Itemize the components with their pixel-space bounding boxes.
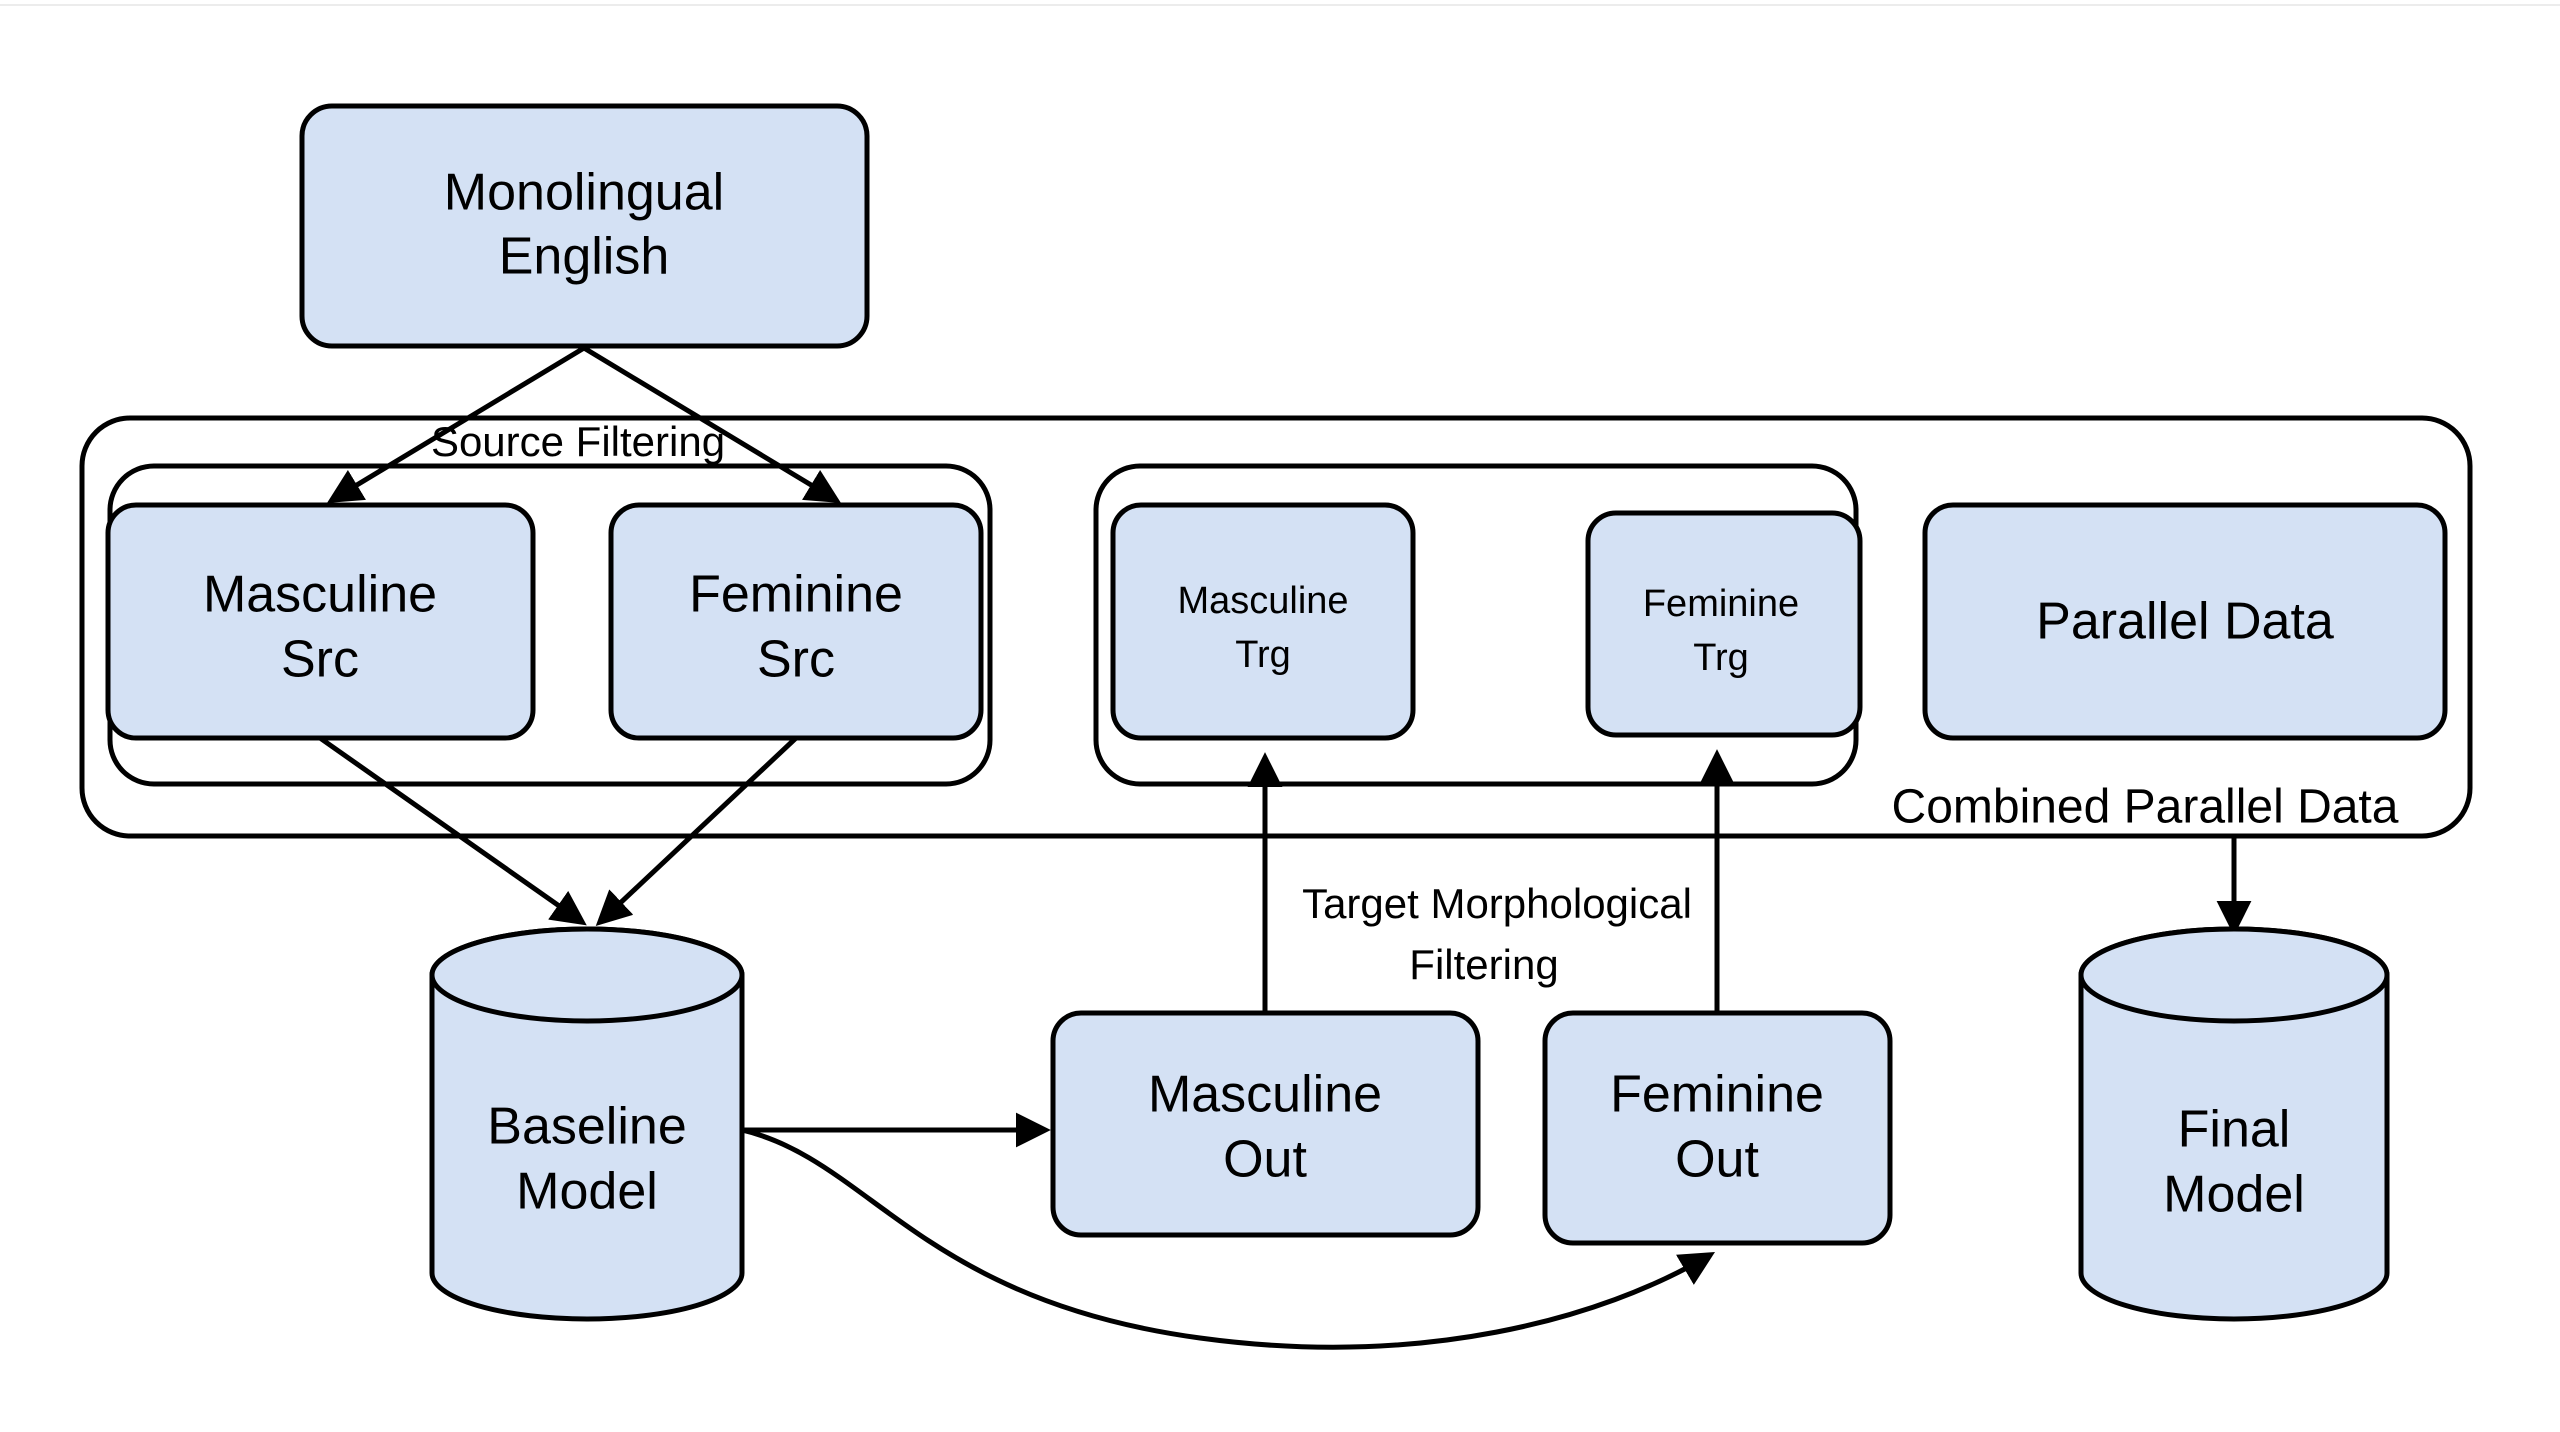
edge-masculine-src-to-baseline — [318, 735, 587, 926]
node-feminine-trg-label-line1: Feminine — [1643, 583, 1799, 625]
edge-baseline-to-feminine-out — [741, 1127, 1716, 1350]
edge-mono-to-feminine-src — [582, 345, 841, 504]
edge-label-target-morph-filtering-line2: Filtering — [1409, 941, 1558, 988]
edge-feminine-src-to-baseline — [595, 736, 798, 926]
top-divider-line — [0, 4, 2560, 6]
edge-label-target-morph-filtering-line1: Target Morphological — [1302, 880, 1692, 927]
group-combined-parallel-data — [79, 415, 2473, 839]
node-baseline-model-label-line1: Baseline — [487, 1098, 686, 1156]
node-feminine-trg[interactable] — [1585, 510, 1863, 738]
node-parallel-data[interactable] — [1922, 502, 2448, 741]
node-baseline-model-label-line2: Model — [516, 1163, 658, 1221]
node-masculine-src-label-line2: Src — [281, 631, 359, 689]
node-feminine-trg-label-line2: Trg — [1693, 637, 1749, 679]
node-masculine-out-label-line1: Masculine — [1148, 1066, 1382, 1124]
edge-mono-to-masculine-src — [327, 345, 586, 504]
node-masculine-out-label-line2: Out — [1223, 1131, 1307, 1189]
node-monolingual-english-label-line1: Monolingual — [444, 164, 724, 222]
node-feminine-out-label-line1: Feminine — [1610, 1066, 1824, 1124]
node-feminine-src-label-line2: Src — [757, 631, 835, 689]
node-masculine-trg[interactable] — [1110, 502, 1416, 741]
group-combined-parallel-data-label: Combined Parallel Data — [1892, 781, 2399, 834]
node-monolingual-english[interactable] — [299, 103, 870, 349]
node-feminine-out[interactable] — [1542, 1010, 1893, 1246]
edge-label-source-filtering: Source Filtering — [431, 418, 725, 465]
node-masculine-out[interactable] — [1050, 1010, 1481, 1238]
node-masculine-trg-label-line1: Masculine — [1177, 580, 1348, 622]
node-feminine-src-label-line1: Feminine — [689, 566, 903, 624]
node-final-model-label-line2: Model — [2163, 1166, 2305, 1224]
node-final-model-top-ellipse — [2078, 926, 2390, 1024]
node-monolingual-english-label-line2: English — [499, 228, 670, 286]
node-parallel-data-label: Parallel Data — [2036, 593, 2334, 651]
node-masculine-src-label-line1: Masculine — [203, 566, 437, 624]
node-baseline-model-top-ellipse — [429, 926, 745, 1024]
node-masculine-trg-label-line2: Trg — [1235, 634, 1291, 676]
node-final-model-label-line1: Final — [2178, 1101, 2291, 1159]
node-feminine-out-label-line2: Out — [1675, 1131, 1759, 1189]
